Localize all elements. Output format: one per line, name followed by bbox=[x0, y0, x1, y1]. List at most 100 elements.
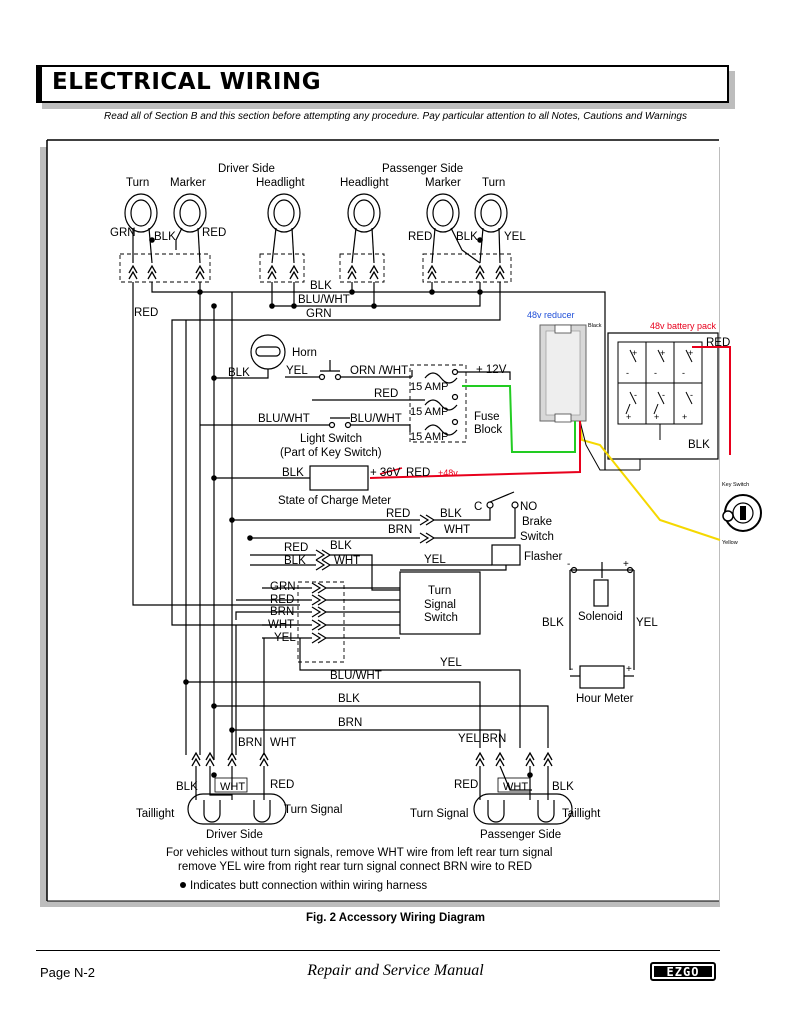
soc-meter-label: State of Charge Meter bbox=[278, 495, 391, 507]
headlight-label-right: Headlight bbox=[340, 177, 389, 189]
hour-meter-plus: + bbox=[626, 664, 632, 675]
annotation-wires bbox=[369, 346, 731, 541]
wire-red-brake: RED bbox=[386, 508, 410, 520]
turn-signal-left-label: Turn Signal bbox=[284, 804, 342, 816]
wire-blk-horn: BLK bbox=[228, 367, 250, 379]
manual-title: Repair and Service Manual bbox=[307, 962, 484, 979]
brake-switch-label: Switch bbox=[520, 531, 554, 543]
butt-connection-legend-dot bbox=[180, 882, 186, 888]
page-number: Page N-2 bbox=[40, 965, 95, 980]
wire-red-fuse: RED bbox=[374, 388, 398, 400]
cell-plus-4: + bbox=[626, 412, 631, 422]
wire-yel-solenoid: YEL bbox=[636, 617, 658, 629]
wire-red-rear-right: RED bbox=[454, 779, 478, 791]
wire-red-front-left: RED bbox=[202, 227, 226, 239]
wire-blk-lower: BLK bbox=[338, 693, 360, 705]
note-line-3: Indicates butt connection within wiring … bbox=[190, 880, 427, 892]
turn-switch-label-3: Switch bbox=[424, 612, 458, 624]
front-lamps bbox=[124, 193, 508, 233]
wire-blk-front-left: BLK bbox=[154, 231, 176, 243]
wire-yel-horn: YEL bbox=[286, 365, 308, 377]
wire-bluwht-harness: BLU/WHT bbox=[298, 294, 350, 306]
brake-no-label: NO bbox=[520, 501, 537, 513]
safety-notice: Read all of Section B and this section b… bbox=[104, 111, 687, 122]
ezgo-logo: EZGO bbox=[650, 962, 716, 981]
cell-minus-6: - bbox=[690, 390, 693, 400]
wire-blk-flasher: BLK bbox=[284, 555, 306, 567]
cell-plus-1: + bbox=[632, 348, 637, 358]
wire-blk-rear-right: BLK bbox=[552, 781, 574, 793]
fuse-15amp-2: 15 AMP bbox=[410, 406, 449, 418]
wire-grn-harness: GRN bbox=[306, 308, 332, 320]
taillight-left-label: Taillight bbox=[136, 808, 175, 820]
solenoid-plus: + bbox=[623, 559, 629, 570]
figure-caption: Fig. 2 Accessory Wiring Diagram bbox=[305, 912, 486, 924]
turn-signal-right-label: Turn Signal bbox=[410, 808, 468, 820]
footer-rule bbox=[36, 950, 720, 951]
wire-wht-brake: WHT bbox=[444, 524, 470, 536]
wire-wht-rear-right-box: WHT bbox=[503, 781, 528, 793]
wire-red-flasher: RED bbox=[284, 542, 308, 554]
fuse-block-label-1: Fuse bbox=[474, 411, 500, 423]
wire-blk-harness: BLK bbox=[310, 280, 332, 292]
cell-plus-5: + bbox=[654, 412, 659, 422]
turn-label-right: Turn bbox=[482, 177, 505, 189]
wire-red-turn: RED bbox=[270, 594, 294, 606]
hour-meter-label: Hour Meter bbox=[576, 693, 634, 705]
wire-bluwht-switch-right: BLU/WHT bbox=[350, 413, 402, 425]
brake-label: Brake bbox=[522, 516, 552, 528]
hour-meter-minus: - bbox=[570, 664, 573, 675]
wire-blk-flasher-top: BLK bbox=[330, 540, 352, 552]
marker-label-right: Marker bbox=[425, 177, 461, 189]
marker-label-left: Marker bbox=[170, 177, 206, 189]
section-title: ELECTRICAL WIRING bbox=[52, 69, 322, 95]
wire-blk-solenoid: BLK bbox=[542, 617, 564, 629]
solenoid-label: Solenoid bbox=[578, 611, 623, 623]
wire-yel-flasher: YEL bbox=[424, 554, 446, 566]
wire-bluwht-switch-left: BLU/WHT bbox=[258, 413, 310, 425]
fuse-15amp-3: 15 AMP bbox=[410, 431, 449, 443]
cell-minus-4: - bbox=[634, 390, 637, 400]
wire-yel-lower: YEL bbox=[440, 657, 462, 669]
yellow-annotation: Yellow bbox=[722, 540, 738, 546]
ezgo-logo-text: EZGO bbox=[654, 966, 712, 978]
note-line-1: For vehicles without turn signals, remov… bbox=[166, 847, 552, 859]
wire-grn-turn: GRN bbox=[270, 581, 296, 593]
reducer-annotation: 48v reducer bbox=[527, 310, 575, 320]
light-switch-note: (Part of Key Switch) bbox=[280, 447, 382, 459]
light-switch-label: Light Switch bbox=[300, 433, 362, 445]
wire-bluwht-lower: BLU/WHT bbox=[330, 670, 382, 682]
wire-blk-brake: BLK bbox=[440, 508, 462, 520]
horn-label: Horn bbox=[292, 347, 317, 359]
wire-brn-turn: BRN bbox=[270, 606, 294, 618]
wire-yel-turn: YEL bbox=[274, 632, 296, 644]
wire-wht-rear-left-box: WHT bbox=[220, 781, 245, 793]
fuse-block-label-2: Block bbox=[474, 424, 502, 436]
solenoid-minus: - bbox=[567, 559, 570, 570]
key-switch-annotation: Key Switch bbox=[722, 482, 749, 488]
cell-minus-3: - bbox=[682, 368, 685, 378]
wire-red-rear-left: RED bbox=[270, 779, 294, 791]
battery-annotation: 48v battery pack bbox=[650, 321, 717, 331]
note-line-2: remove YEL wire from right rear turn sig… bbox=[178, 861, 532, 873]
wire-blk-rear-left: BLK bbox=[176, 781, 198, 793]
wire-brn-rear-left: BRN bbox=[238, 737, 262, 749]
plus-12v-label: + 12V bbox=[476, 364, 507, 376]
wire-brn-lower: BRN bbox=[338, 717, 362, 729]
plus-36v-label: + 36V bbox=[370, 467, 401, 479]
key-switch-icon bbox=[722, 494, 762, 532]
wire-blk-soc: BLK bbox=[282, 467, 304, 479]
wire-blk-front-right: BLK bbox=[456, 231, 478, 243]
cell-minus-1: - bbox=[626, 368, 629, 378]
wire-wht-rear-left: WHT bbox=[270, 737, 296, 749]
wire-blk-battery: BLK bbox=[688, 439, 710, 451]
wire-wht-turn: WHT bbox=[268, 619, 294, 631]
cell-minus-2: - bbox=[654, 368, 657, 378]
wire-red-battery: RED bbox=[706, 337, 730, 349]
fuse-15amp-1: 15 AMP bbox=[410, 381, 449, 393]
cell-minus-5: - bbox=[662, 390, 665, 400]
front-driver-side-label: Driver Side bbox=[218, 163, 275, 175]
wire-red-harness: RED bbox=[134, 307, 158, 319]
front-passenger-side-label: Passenger Side bbox=[382, 163, 463, 175]
